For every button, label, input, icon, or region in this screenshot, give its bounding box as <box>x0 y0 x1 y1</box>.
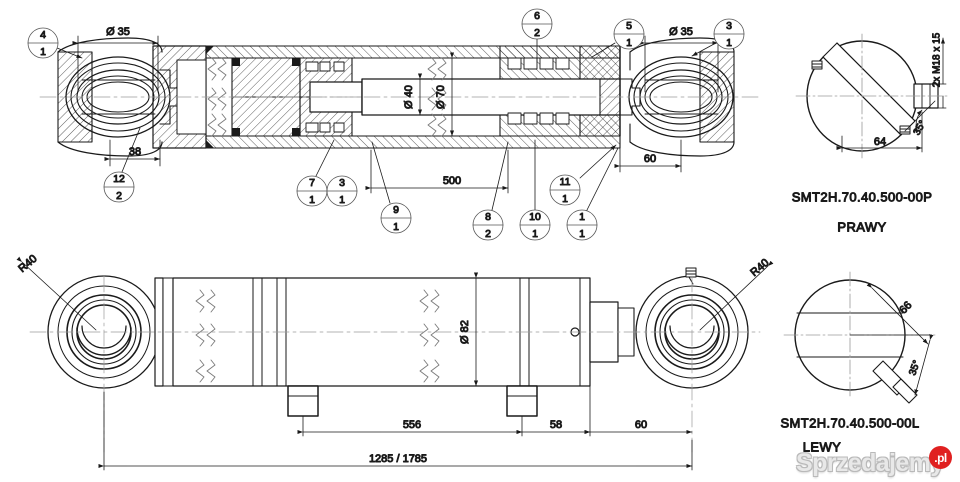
balloon-6-qty: 2 <box>534 27 540 39</box>
hand-label-right: PRAWY <box>837 219 886 234</box>
balloon-4[interactable]: 4 1 <box>27 27 83 59</box>
dim-label-right-eye-bore: Ø 35 <box>669 26 693 38</box>
balloon-11[interactable]: 11 1 <box>549 144 617 206</box>
balloon-12-qty: 2 <box>116 190 122 202</box>
balloon-3-right-item: 3 <box>726 20 732 32</box>
dim-eye-offset-left <box>104 139 161 167</box>
balloon-7-qty: 1 <box>309 194 315 206</box>
dim-label-piston-diameter: Ø 70 <box>435 85 447 109</box>
balloon-11-qty: 1 <box>562 193 568 205</box>
lower-port-boss <box>872 360 918 404</box>
piston-assembly <box>231 57 363 137</box>
dim-end-view-angle <box>904 100 936 132</box>
bottom-break-symbols <box>195 289 440 383</box>
balloon-3-left[interactable]: 3 1 <box>326 175 358 207</box>
balloon-9-item: 9 <box>393 204 399 216</box>
dim-label-end-view-width: 64 <box>874 136 886 148</box>
dim-label-port-spacing: 556 <box>403 419 421 431</box>
dim-thread-note-leader <box>937 37 947 109</box>
balloon-10-qty: 1 <box>532 228 538 240</box>
balloon-3-left-item: 3 <box>339 177 345 189</box>
balloon-12[interactable]: 12 2 <box>103 127 141 203</box>
dim-label-tube-diameter: Ø 82 <box>459 320 471 344</box>
dim-radius-left <box>16 256 97 331</box>
balloon-1-qty: 1 <box>579 228 585 240</box>
dim-right-eye-bore <box>639 35 719 93</box>
dim-label-radius-left: R40 <box>16 253 39 275</box>
dim-eye-offset-right <box>614 139 682 173</box>
balloon-9[interactable]: 9 1 <box>371 141 412 234</box>
dim-left-eye-bore <box>72 35 159 93</box>
balloon-10[interactable]: 10 1 <box>519 139 551 241</box>
dim-radius-right <box>699 260 774 331</box>
balloon-8-item: 8 <box>485 211 491 223</box>
dim-label-gland-to-eye: 60 <box>635 419 647 431</box>
dim-label-port-to-gland: 58 <box>550 419 562 431</box>
balloon-5[interactable]: 5 1 <box>591 18 645 58</box>
dim-label-rod-diameter: Ø 40 <box>403 85 415 109</box>
break-symbols <box>207 57 447 137</box>
dim-label-overall-length: 1285 / 1785 <box>369 453 427 465</box>
dim-end-view-angle-lower <box>914 334 934 396</box>
balloon-4-item: 4 <box>40 29 46 41</box>
balloon-12-item: 12 <box>113 173 125 185</box>
dim-label-radius-right: R40 <box>748 257 771 279</box>
balloon-5-qty: 1 <box>626 37 632 49</box>
dim-label-left-eye-bore: Ø 35 <box>106 26 130 38</box>
part-number-left-hand: SMT2H.70.40.500-00L <box>780 415 919 430</box>
dim-label-eye-offset-left: 38 <box>129 146 141 158</box>
balloon-3-left-qty: 1 <box>339 194 345 206</box>
balloon-3-right[interactable]: 3 1 <box>691 18 745 57</box>
bottom-outline-view: R40 R40 Ø 82 556 58 <box>16 252 774 471</box>
part-number-right-hand: SMT2H.70.40.500-00P <box>792 189 933 204</box>
dim-label-stroke: 500 <box>443 175 461 187</box>
balloon-11-item: 11 <box>560 176 571 188</box>
dim-overall-length <box>98 391 693 471</box>
balloon-1-item: 1 <box>579 211 585 223</box>
balloon-4-qty: 1 <box>40 46 46 58</box>
balloon-9-qty: 1 <box>393 221 399 233</box>
gland-head-end <box>499 45 621 137</box>
watermark-badge: .pl <box>929 446 952 469</box>
dim-stroke <box>365 149 509 194</box>
balloon-10-item: 10 <box>529 211 541 223</box>
bottom-port-bosses <box>287 385 538 417</box>
end-view-left-hand: 66 35° <box>783 271 937 404</box>
balloon-3-right-qty: 1 <box>726 37 732 49</box>
hand-label-left: LEWY <box>803 439 841 454</box>
balloon-8[interactable]: 8 2 <box>472 141 509 241</box>
end-view-right-hand: 64 35° 2x M18 x 15 <box>795 32 949 159</box>
dim-label-eye-offset-right: 60 <box>644 153 656 165</box>
balloon-8-qty: 2 <box>485 228 491 240</box>
watermark: Sprzedajemy .pl <box>796 446 952 478</box>
dim-port-to-gland <box>516 363 591 437</box>
balloon-6[interactable]: 6 2 <box>521 8 553 63</box>
dim-label-thread-note: 2x M18 x 15 <box>932 32 943 87</box>
top-section-view: Ø 35 38 Ø 40 Ø 70 <box>27 8 761 241</box>
balloon-1[interactable]: 1 1 <box>566 147 619 241</box>
watermark-text: Sprzedajemy <box>796 448 944 477</box>
balloon-5-item: 5 <box>626 20 632 32</box>
balloon-6-item: 6 <box>534 10 540 22</box>
balloon-7-item: 7 <box>309 177 315 189</box>
